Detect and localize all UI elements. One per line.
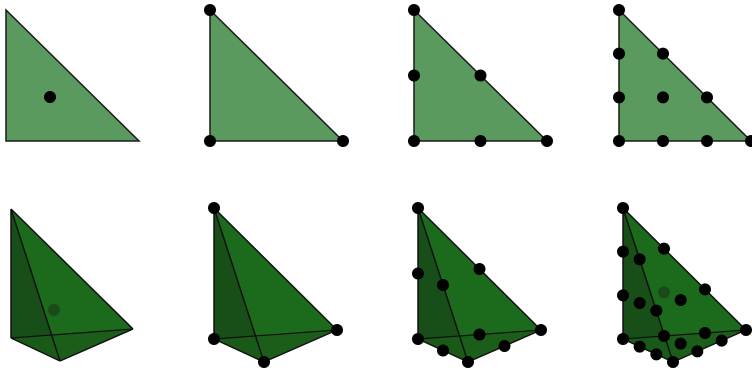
triangle-order-3 <box>613 4 752 147</box>
node-point <box>699 283 711 296</box>
tetra-face-front <box>11 209 133 361</box>
tetra-face-front <box>214 208 337 362</box>
node-point <box>633 340 646 353</box>
triangle-order-2 <box>408 4 553 147</box>
node-point <box>535 324 547 336</box>
triangle-order-1 <box>204 4 349 147</box>
node-point <box>474 69 487 82</box>
node-point <box>613 135 625 147</box>
node-point <box>658 330 670 342</box>
node-point <box>613 91 625 104</box>
node-point <box>208 333 220 345</box>
node-point <box>617 245 629 258</box>
node-point <box>715 334 728 347</box>
tetrahedron-order-2 <box>412 202 547 368</box>
node-point <box>701 135 713 147</box>
tetrahedron-order-1 <box>208 202 343 368</box>
node-point <box>437 279 449 291</box>
node-point <box>498 340 511 352</box>
triangle-face <box>209 8 345 142</box>
node-point <box>408 135 420 147</box>
node-point <box>208 202 220 214</box>
node-point <box>740 324 752 336</box>
node-point <box>473 263 486 275</box>
node-point <box>701 91 713 104</box>
node-point <box>473 328 486 341</box>
tetra-face-bottom <box>418 330 541 362</box>
node-point <box>691 345 704 358</box>
node-point <box>412 333 424 345</box>
node-point <box>437 344 449 357</box>
tetra-face-bottom <box>11 329 133 361</box>
node-point <box>657 47 669 60</box>
node-point <box>699 327 711 339</box>
node-point <box>674 337 687 350</box>
node-point <box>204 135 216 147</box>
node-point <box>745 135 752 147</box>
triangle-order-0 <box>5 8 141 142</box>
node-point <box>617 333 629 345</box>
node-point <box>462 356 474 368</box>
tetra-face-front <box>623 208 746 362</box>
node-point <box>617 202 629 214</box>
node-point <box>412 267 424 280</box>
node-point <box>633 297 646 309</box>
tetra-face-bottom <box>214 330 337 362</box>
node-point <box>204 4 216 16</box>
node-point <box>613 47 625 60</box>
triangle-face <box>5 8 141 142</box>
hidden-node-point <box>48 304 60 316</box>
node-point <box>650 348 663 361</box>
node-point <box>633 253 646 266</box>
triangle-face <box>618 8 752 142</box>
node-point <box>541 135 553 147</box>
node-point <box>617 289 629 302</box>
node-point <box>44 91 56 103</box>
node-point <box>412 202 424 214</box>
node-point <box>331 324 343 336</box>
node-point <box>337 135 349 147</box>
node-point <box>674 294 687 306</box>
node-point <box>408 69 420 82</box>
node-point <box>258 356 270 368</box>
node-point <box>650 304 663 317</box>
hidden-node-point <box>658 286 670 299</box>
node-point <box>408 4 420 16</box>
tetrahedron-order-0 <box>10 208 134 362</box>
node-point <box>657 135 669 147</box>
node-point <box>613 4 625 16</box>
tetra-face-front <box>418 208 541 362</box>
node-point <box>658 242 670 255</box>
node-point <box>474 135 487 147</box>
node-point <box>657 91 669 104</box>
node-point <box>667 356 679 368</box>
tetrahedron-order-3 <box>617 202 752 368</box>
